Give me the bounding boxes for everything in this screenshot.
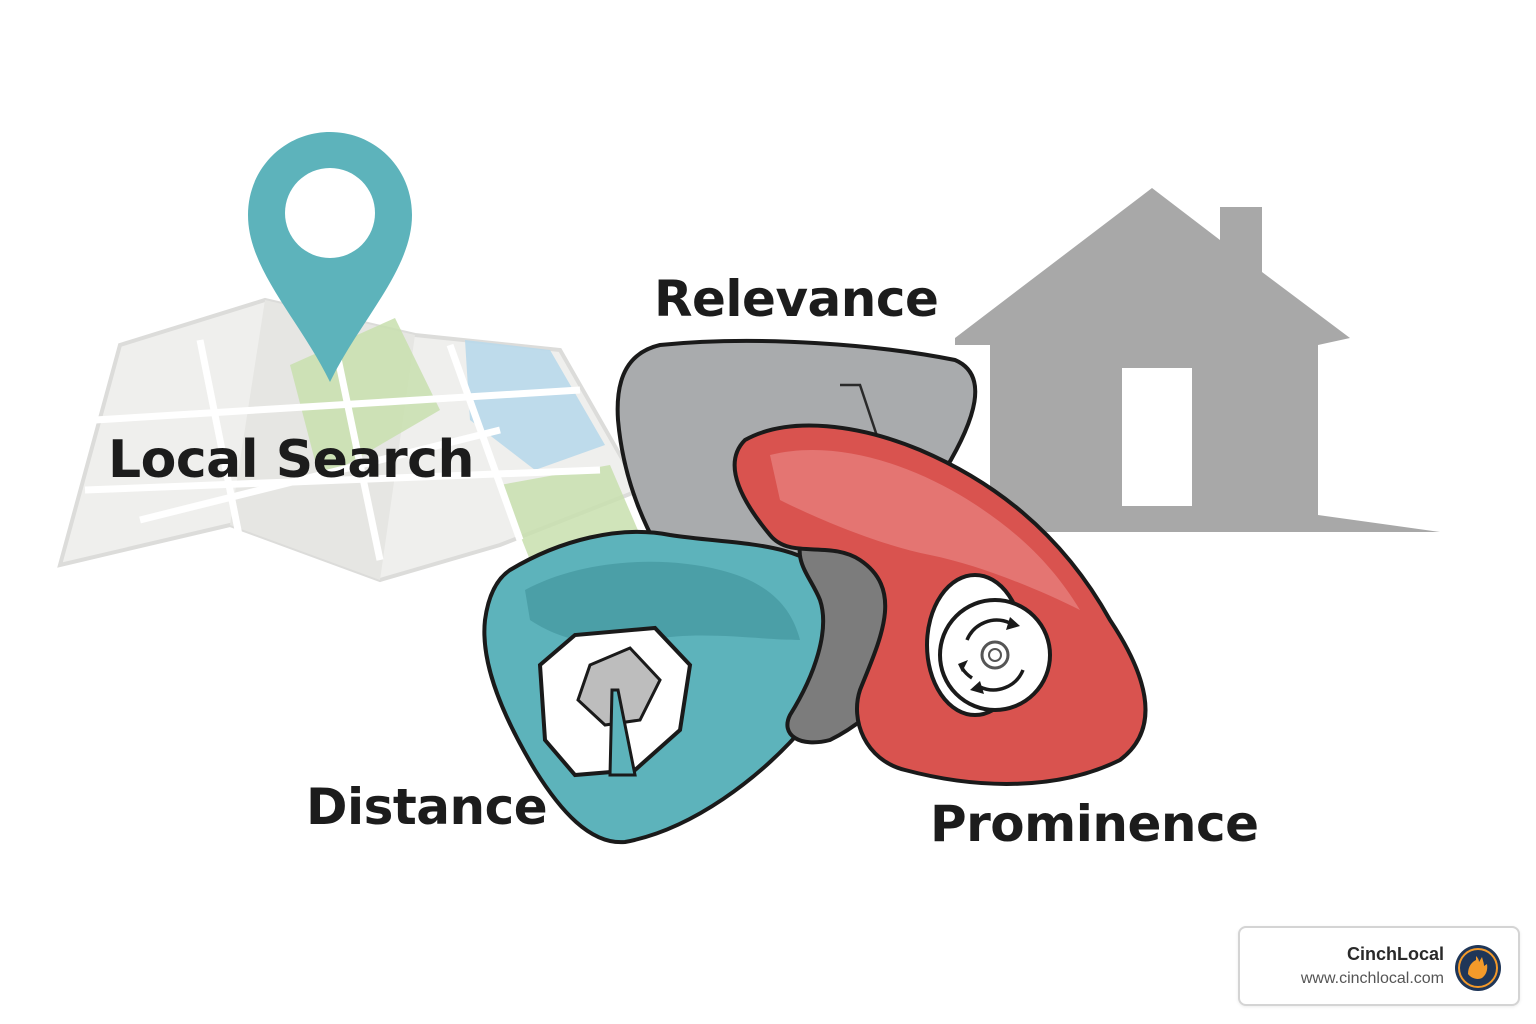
house-icon [955,188,1440,532]
location-pin-icon [248,132,412,382]
map-icon [57,297,643,583]
local-search-label: Local Search [108,430,475,490]
relevance-label: Relevance [654,270,939,328]
brand-card[interactable]: CinchLocal www.cinchlocal.com [1238,926,1520,1006]
brand-name: CinchLocal [1346,944,1444,964]
brand-url[interactable]: www.cinchlocal.com [1300,970,1444,987]
prominence-label: Prominence [930,795,1259,853]
rotation-arrows-icon [925,573,1052,717]
brand-logo-icon [1455,945,1501,991]
geometric-shape-icon [537,625,693,778]
distance-label: Distance [306,778,548,836]
